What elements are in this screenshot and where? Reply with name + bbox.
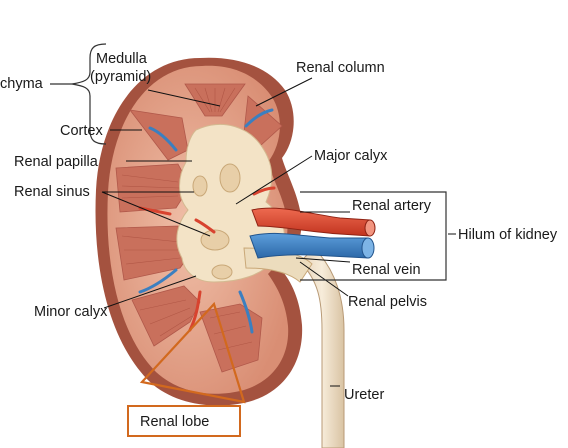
artery-lumen [364, 219, 376, 237]
label-renal-vein: Renal vein [352, 262, 421, 278]
calyx-cup [192, 175, 208, 197]
renal-lobe-triangle [139, 301, 246, 404]
renal-lobe-box [127, 405, 241, 437]
label-renal-sinus: Renal sinus [14, 184, 90, 200]
label-medulla: Medulla [96, 51, 148, 67]
label-renal-papilla: Renal papilla [14, 154, 99, 170]
ureter-tube [299, 247, 345, 448]
label-minor-calyx: Minor calyx [34, 304, 108, 320]
vein-lumen [361, 237, 375, 259]
leader-lines [101, 77, 456, 387]
calyx-cup [211, 264, 233, 280]
label-pyramid: (pyramid) [90, 69, 151, 85]
label-renal-artery: Renal artery [352, 198, 432, 214]
label-hilum: Hilum of kidney [458, 227, 558, 243]
label-major-calyx: Major calyx [314, 148, 388, 164]
label-ureter: Ureter [344, 387, 384, 403]
label-cortex: Cortex [60, 123, 103, 139]
pyramid-striations [121, 87, 253, 351]
label-renal-lobe: Renal lobe [140, 414, 209, 430]
label-renal-pelvis: Renal pelvis [348, 294, 427, 310]
hilum-bracket [300, 191, 447, 281]
major-calyx-shape [219, 163, 241, 193]
label-parenchyma: chyma [0, 76, 44, 92]
renal-vein [249, 232, 369, 259]
label-renal-column: Renal column [296, 60, 385, 76]
